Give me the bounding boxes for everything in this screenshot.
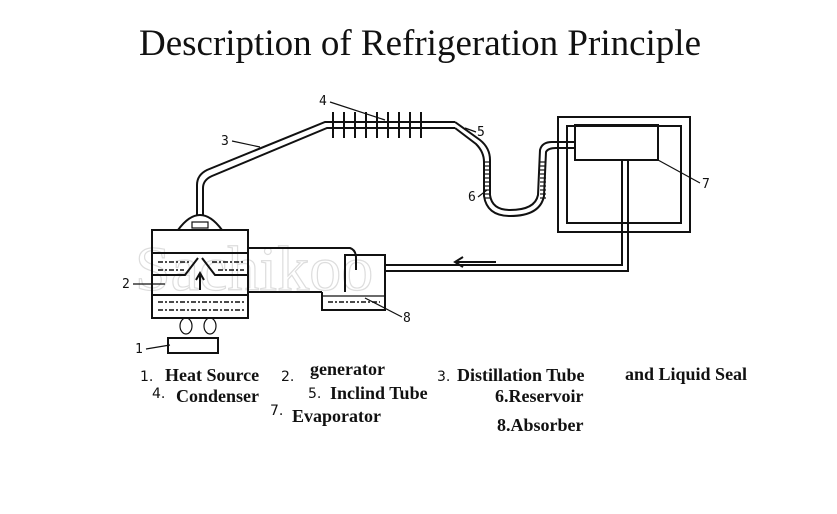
evaporator xyxy=(557,116,691,233)
callout-labels: 1 2 3 4 5 6 7 8 xyxy=(122,94,710,357)
legend: 1. Heat Source 2. generator 3. Distillat… xyxy=(140,359,747,435)
callout-1: 1 xyxy=(135,342,143,357)
callout-4: 4 xyxy=(319,94,327,109)
condenser-fins xyxy=(332,112,422,138)
reservoir xyxy=(574,124,659,161)
svg-text:7.: 7. xyxy=(270,403,283,419)
callout-7: 7 xyxy=(702,177,710,192)
callout-5: 5 xyxy=(477,125,485,140)
inclined-tube xyxy=(454,121,575,218)
generator xyxy=(151,214,249,319)
svg-text:Inclind Tube: Inclind Tube xyxy=(330,383,428,403)
svg-text:Distillation Tube: Distillation Tube xyxy=(457,365,585,385)
callout-2: 2 xyxy=(122,277,130,292)
return-pipe xyxy=(385,160,629,272)
svg-text:8.Absorber: 8.Absorber xyxy=(497,415,584,435)
svg-text:4.: 4. xyxy=(152,386,165,402)
svg-text:generator: generator xyxy=(310,359,385,379)
svg-text:5.: 5. xyxy=(308,386,321,402)
flow-arrow-icon xyxy=(453,256,496,268)
svg-text:2.: 2. xyxy=(281,369,294,385)
svg-text:1.: 1. xyxy=(140,369,153,385)
diagram-title: Description of Refrigeration Principle xyxy=(139,23,701,64)
flame-icons xyxy=(179,317,217,335)
svg-text:Condenser: Condenser xyxy=(176,386,259,406)
svg-text:and Liquid Seal: and Liquid Seal xyxy=(625,364,747,384)
absorber xyxy=(321,254,386,311)
svg-text:Heat Source: Heat Source xyxy=(165,365,259,385)
weak-solution-pipe xyxy=(248,247,357,270)
watermark: Sachikoo xyxy=(135,233,373,304)
callout-8: 8 xyxy=(403,311,411,326)
svg-text:6.Reservoir: 6.Reservoir xyxy=(495,386,583,406)
reservoir-coil xyxy=(484,161,546,199)
heat-source xyxy=(167,337,219,354)
callout-6: 6 xyxy=(468,190,476,205)
svg-text:3.: 3. xyxy=(437,369,450,385)
svg-text:Evaporator: Evaporator xyxy=(292,406,381,426)
distillation-tube xyxy=(196,121,455,215)
callout-3: 3 xyxy=(221,134,229,149)
